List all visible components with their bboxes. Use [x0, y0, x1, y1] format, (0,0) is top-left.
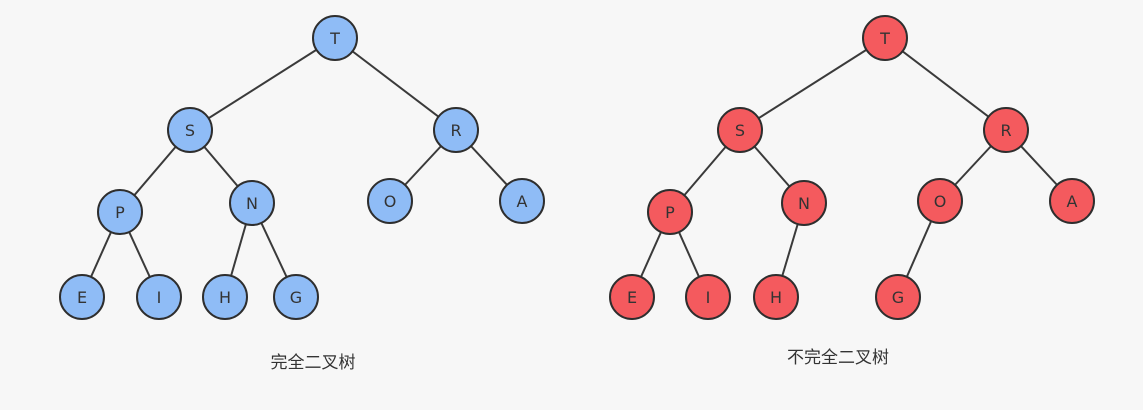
node-circle: [1049, 178, 1095, 224]
node-label: S: [735, 121, 745, 140]
node-circle: [917, 178, 963, 224]
node-circle: [97, 189, 143, 235]
caption-incomplete-binary-tree: 不完全二叉树: [787, 348, 889, 368]
node-N: N: [229, 180, 275, 226]
node-label: O: [934, 192, 947, 211]
node-G: G: [875, 274, 921, 320]
node-S: S: [167, 107, 213, 153]
node-circle: [499, 178, 545, 224]
caption-complete-binary-tree: 完全二叉树: [271, 353, 356, 373]
node-label: N: [246, 194, 258, 213]
node-circle: [229, 180, 275, 226]
node-S: S: [717, 107, 763, 153]
incomplete-binary-tree: T S R P N O A E I H G: [609, 15, 1095, 320]
node-T: T: [862, 15, 908, 61]
node-I: I: [136, 274, 182, 320]
node-label: P: [665, 203, 675, 222]
node-E: E: [59, 274, 105, 320]
node-N: N: [781, 180, 827, 226]
node-label: I: [157, 288, 162, 307]
node-label: T: [879, 29, 890, 48]
node-label: H: [219, 288, 231, 307]
node-circle: [273, 274, 319, 320]
node-label: T: [329, 29, 340, 48]
node-label: A: [517, 192, 528, 211]
node-circle: [862, 15, 908, 61]
node-O: O: [917, 178, 963, 224]
node-circle: [433, 107, 479, 153]
edge-T-S: [189, 37, 336, 131]
complete-binary-tree: T S R P N O A E I H G: [59, 15, 545, 320]
edge-T-S: [739, 37, 886, 131]
node-circle: [367, 178, 413, 224]
node-label: E: [627, 288, 637, 307]
node-circle: [167, 107, 213, 153]
node-H: H: [753, 274, 799, 320]
node-circle: [312, 15, 358, 61]
node-label: A: [1067, 192, 1078, 211]
node-O: O: [367, 178, 413, 224]
node-label: R: [450, 121, 461, 140]
node-label: R: [1000, 121, 1011, 140]
node-label: N: [798, 194, 810, 213]
node-H: H: [202, 274, 248, 320]
node-circle: [717, 107, 763, 153]
node-circle: [609, 274, 655, 320]
node-P: P: [97, 189, 143, 235]
node-label: I: [706, 288, 711, 307]
node-label: H: [770, 288, 782, 307]
node-label: O: [384, 192, 397, 211]
node-label: G: [892, 288, 904, 307]
node-G: G: [273, 274, 319, 320]
edge-T-R: [334, 37, 457, 131]
node-circle: [875, 274, 921, 320]
node-circle: [685, 274, 731, 320]
node-circle: [647, 189, 693, 235]
node-I: I: [685, 274, 731, 320]
node-circle: [202, 274, 248, 320]
node-circle: [59, 274, 105, 320]
node-label: P: [115, 203, 125, 222]
node-T: T: [312, 15, 358, 61]
node-E: E: [609, 274, 655, 320]
node-A: A: [1049, 178, 1095, 224]
edge-T-R: [884, 37, 1007, 131]
node-R: R: [983, 107, 1029, 153]
node-label: E: [77, 288, 87, 307]
node-circle: [753, 274, 799, 320]
node-A: A: [499, 178, 545, 224]
node-circle: [136, 274, 182, 320]
node-circle: [983, 107, 1029, 153]
node-label: G: [290, 288, 302, 307]
node-P: P: [647, 189, 693, 235]
node-circle: [781, 180, 827, 226]
node-R: R: [433, 107, 479, 153]
node-label: S: [185, 121, 195, 140]
